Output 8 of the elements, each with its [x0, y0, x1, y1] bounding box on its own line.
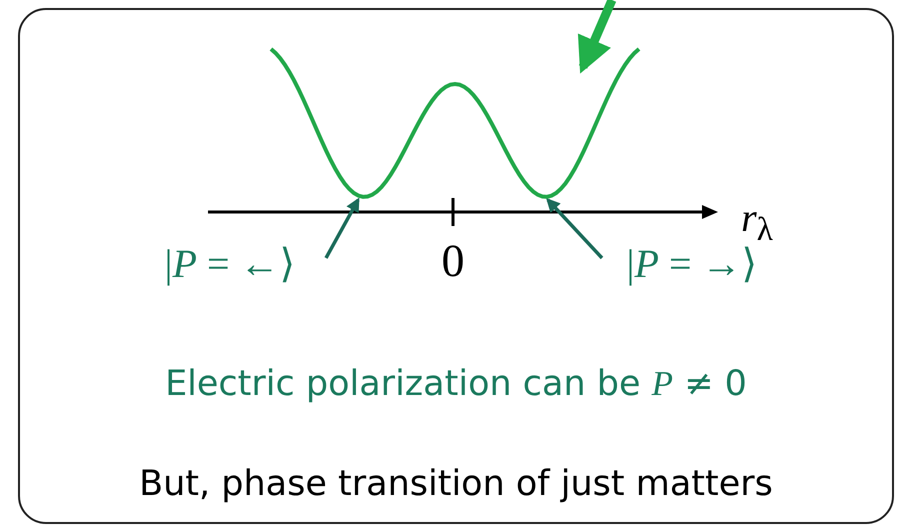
tick-label: 0 — [440, 236, 466, 287]
statement-text: Electric polarization can be P ≠ 0 — [164, 365, 748, 404]
leader-arrow — [324, 198, 360, 259]
leader-arrow — [546, 198, 604, 260]
rounded-panel — [18, 8, 894, 524]
statement-text: But, phase transition of just matters — [138, 465, 774, 504]
arrow — [578, 0, 616, 74]
state-label: |P = ←⟩ — [163, 242, 296, 286]
